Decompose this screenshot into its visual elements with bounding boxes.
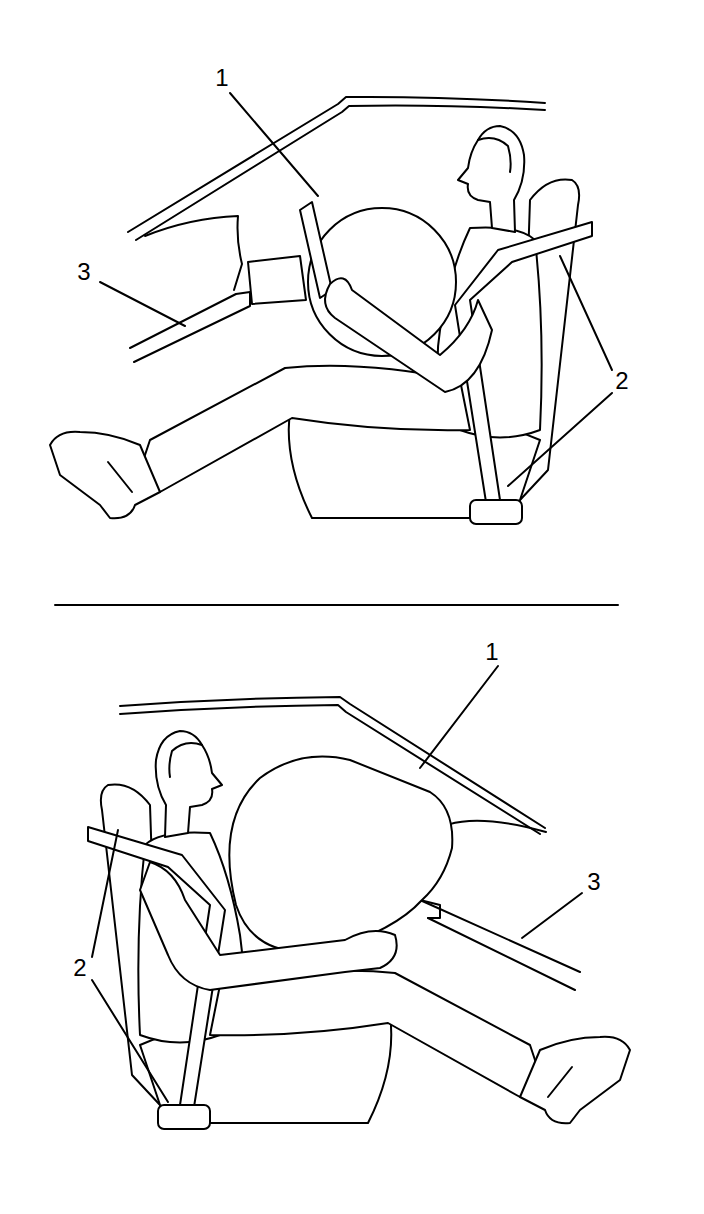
callout-number: 1 (485, 640, 498, 664)
callout-number: 2 (615, 369, 628, 393)
callout-number: 1 (215, 66, 228, 90)
callout-number: 3 (77, 260, 90, 284)
callout-number: 2 (73, 956, 86, 980)
callout-number: 3 (587, 870, 600, 894)
